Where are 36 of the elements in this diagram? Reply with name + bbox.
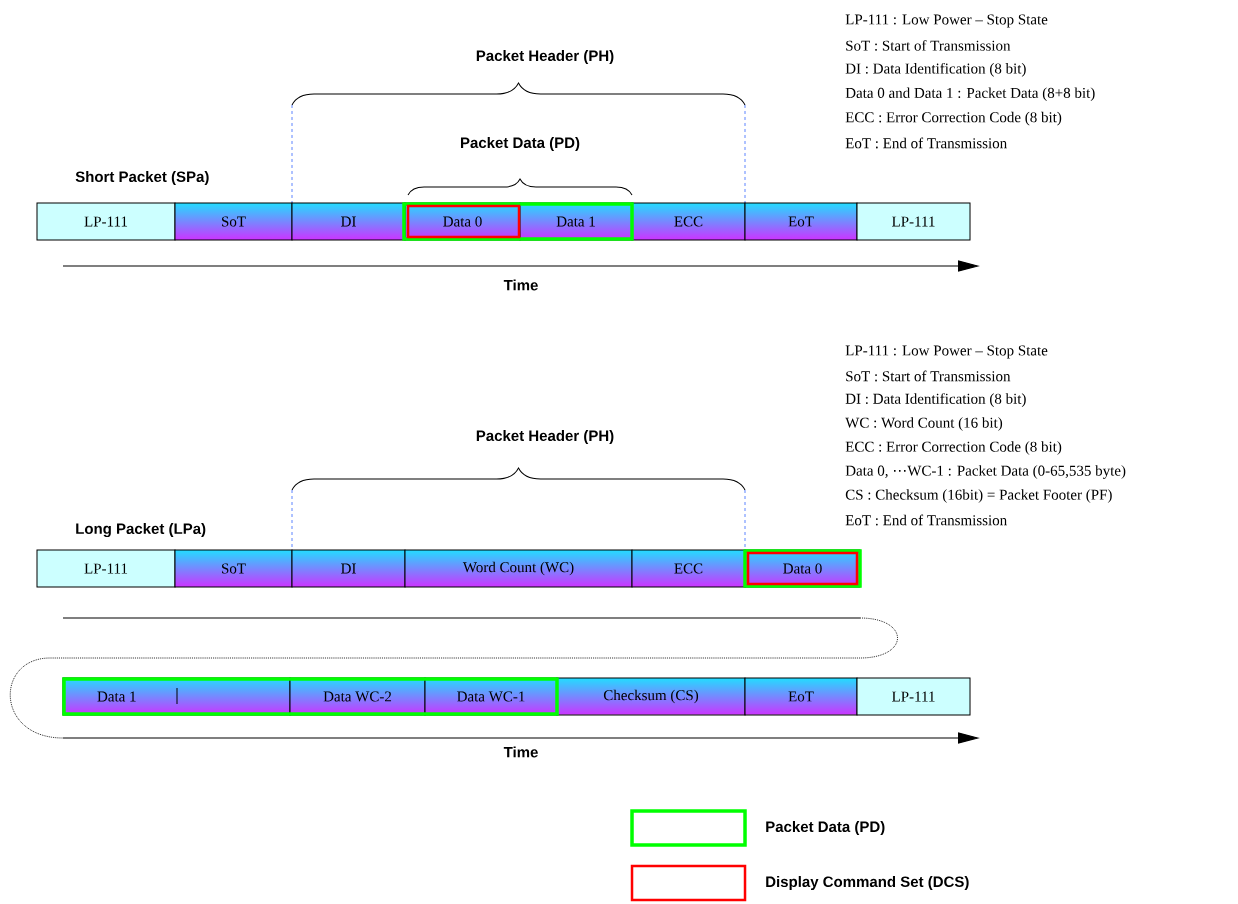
definition-text: ECC : Error Correction Code (8 bit) [845, 111, 1062, 126]
definition-text: Data 0, ⋯WC-1 : Packet Data (0-65,535 byte) [845, 465, 1126, 479]
packet-field: EoT [744, 677, 858, 716]
definition-text: SoT : Start of Transmission [846, 40, 1011, 51]
packet-label: Short Packet (SPa) [75, 171, 209, 185]
packet-field: Checksum (CS) [556, 677, 746, 716]
packet-field: LP-111 [36, 549, 176, 588]
packet-field: ECC [631, 202, 746, 241]
packet-field: EoT [744, 202, 858, 241]
heading-label: Packet Header (PH) [476, 50, 614, 64]
definition-text: EoT : End of Transmission [845, 137, 1007, 149]
legend-text: Packet Data (PD) [766, 821, 885, 835]
definition-text: EoT : End of Transmission [845, 514, 1007, 526]
definition-text: LP-111 : Low Power – Stop State [845, 345, 1048, 359]
definition-text: LP-111 : Low Power – Stop State [845, 14, 1048, 28]
packet-field: SoT [174, 549, 293, 588]
packet-field: ECC [631, 549, 746, 588]
heading-label: Time [503, 279, 538, 291]
heading-label: Packet Header (PH) [476, 430, 614, 444]
heading-label: Time [503, 746, 538, 758]
definition-text: CS : Checksum (16bit) = Packet Footer (PF) [845, 489, 1112, 503]
heading-label: Packet Data (PD) [461, 137, 580, 151]
packet-field: LP-111 [856, 202, 971, 241]
legend-text: Display Command Set (DCS) [766, 876, 969, 890]
packet-field: LP-111 [36, 202, 176, 241]
packet-field: LP-111 [856, 677, 971, 716]
definition-text: DI : Data Identification (8 bit) [845, 62, 1026, 77]
definition-text: WC : Word Count (16 bit) [845, 417, 1003, 431]
definition-text: DI : Data Identification (8 bit) [845, 393, 1026, 407]
packet-field: DI [291, 202, 406, 241]
definition-text: Data 0 and Data 1 : Packet Data (8+8 bit) [845, 87, 1095, 101]
packet-label: Long Packet (LPa) [76, 523, 206, 538]
packet-field: DI [291, 549, 406, 588]
packet-field: SoT [174, 202, 293, 241]
definition-text: SoT : Start of Transmission [846, 370, 1011, 382]
definition-text: ECC : Error Correction Code (8 bit) [845, 441, 1062, 455]
